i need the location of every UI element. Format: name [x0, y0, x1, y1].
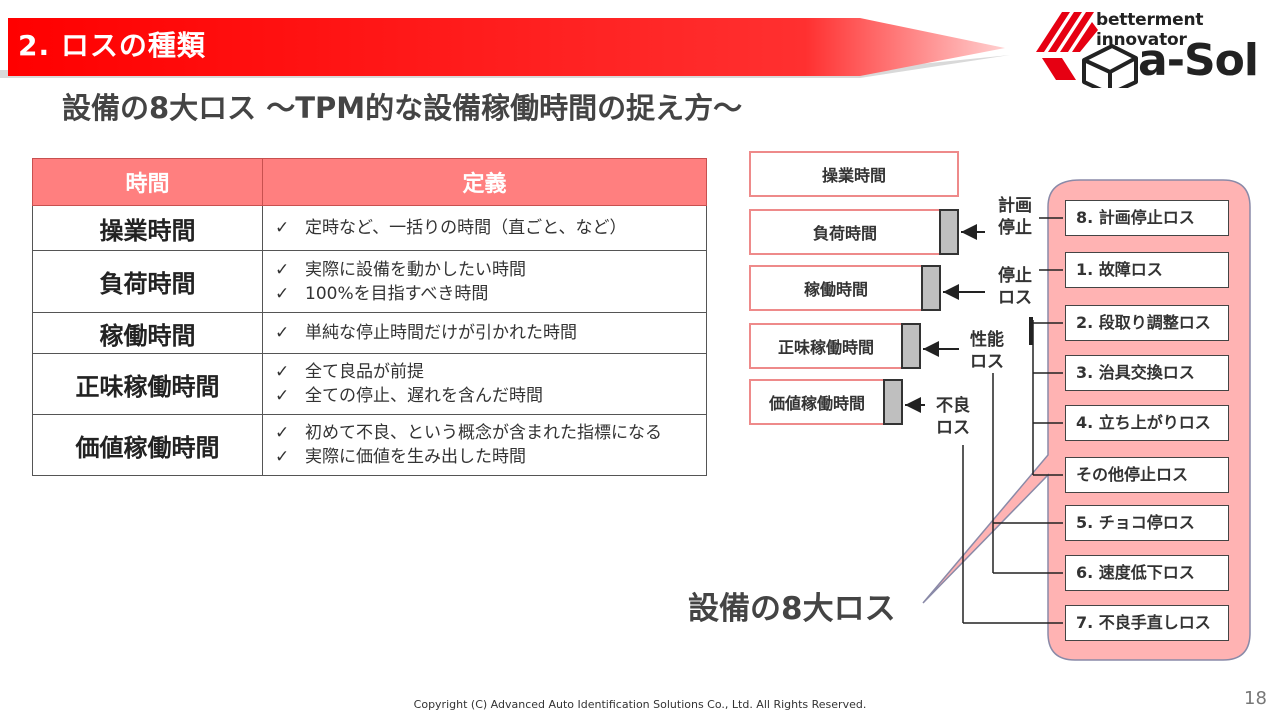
page-number: 18 — [1244, 688, 1267, 709]
check-icon: ✓ — [275, 447, 290, 467]
time-definition-table: 時間 定義 操業時間 ✓定時など、一括りの時間（直ごと、など） 負荷時間 ✓実際… — [32, 158, 707, 476]
definition-line: ✓全ての停止、遅れを含んだ時間 — [275, 386, 543, 406]
definition-line: ✓実際に設備を動かしたい時間 — [275, 259, 526, 280]
loss-diagram: 操業時間 負荷時間 稼働時間 正味稼働時間 価値稼働時間 計画停止 停止ロス 性… — [745, 145, 1275, 670]
category-defect-loss: 不良ロス — [936, 396, 970, 438]
loss-box-breakdown: 1. 故障ロス — [1065, 252, 1229, 288]
check-icon: ✓ — [275, 362, 290, 382]
table-row: 正味稼働時間 ✓全て良品が前提 ✓全ての停止、遅れを含んだ時間 — [32, 353, 707, 415]
category-performance-loss: 性能ロス — [970, 330, 1004, 372]
logo-brand: a-Sol — [1138, 35, 1259, 86]
check-icon: ✓ — [275, 423, 290, 443]
definition-line: ✓実際に価値を生み出した時間 — [275, 447, 526, 467]
check-icon: ✓ — [275, 259, 290, 280]
time-box-value-running: 価値稼働時間 — [749, 379, 885, 425]
loss-box-setup: 2. 段取り調整ロス — [1065, 305, 1229, 341]
eight-loss-callout: 設備の8大ロス — [688, 591, 896, 627]
check-icon: ✓ — [275, 283, 290, 304]
copyright-footer: Copyright (C) Advanced Auto Identificati… — [413, 698, 867, 711]
table-row: 稼働時間 ✓単純な停止時間だけが引かれた時間 — [32, 312, 707, 354]
check-icon: ✓ — [275, 386, 290, 406]
time-box-load: 負荷時間 — [749, 209, 941, 255]
loss-box-tool-change: 3. 治具交換ロス — [1065, 355, 1229, 391]
definition-cell: ✓実際に設備を動かしたい時間 ✓100%を目指すべき時間 — [262, 250, 707, 313]
asol-logo — [1036, 12, 1138, 88]
logo-tagline: betterment innovator — [1096, 10, 1204, 50]
time-box-operating: 操業時間 — [749, 151, 959, 197]
header-ribbon — [0, 18, 1010, 78]
column-header-time: 時間 — [32, 158, 263, 206]
table-header-row: 時間 定義 — [32, 158, 707, 206]
check-icon: ✓ — [275, 323, 290, 343]
definition-cell: ✓定時など、一括りの時間（直ごと、など） — [262, 205, 707, 251]
section-title: 2. ロスの種類 — [18, 29, 206, 62]
table-row: 負荷時間 ✓実際に設備を動かしたい時間 ✓100%を目指すべき時間 — [32, 250, 707, 313]
time-box-net-running: 正味稼働時間 — [749, 323, 903, 369]
time-box-running: 稼働時間 — [749, 265, 923, 311]
term-cell: 稼働時間 — [32, 312, 263, 354]
loss-box-speed: 6. 速度低下ロス — [1065, 555, 1229, 591]
loss-box-defect-rework: 7. 不良手直しロス — [1065, 605, 1229, 641]
definition-cell: ✓単純な停止時間だけが引かれた時間 — [262, 312, 707, 354]
table-row: 価値稼働時間 ✓初めて不良、という概念が含まれた指標になる ✓実際に価値を生み出… — [32, 414, 707, 476]
definition-cell: ✓全て良品が前提 ✓全ての停止、遅れを含んだ時間 — [262, 353, 707, 415]
term-cell: 負荷時間 — [32, 250, 263, 313]
loss-box-planned-stop: 8. 計画停止ロス — [1065, 200, 1229, 236]
column-header-definition: 定義 — [262, 158, 707, 206]
gray-bar-planned-stop — [939, 209, 959, 255]
definition-line: ✓単純な停止時間だけが引かれた時間 — [275, 323, 577, 343]
loss-box-other-stop: その他停止ロス — [1065, 457, 1229, 493]
gray-bar-stop-loss — [921, 265, 941, 311]
check-icon: ✓ — [275, 218, 290, 238]
definition-line: ✓100%を目指すべき時間 — [275, 283, 489, 304]
definition-line: ✓定時など、一括りの時間（直ごと、など） — [275, 218, 627, 238]
slide-subtitle: 設備の8大ロス ～TPM的な設備稼働時間の捉え方～ — [62, 91, 743, 125]
loss-box-startup: 4. 立ち上がりロス — [1065, 405, 1229, 441]
loss-box-minor-stop: 5. チョコ停ロス — [1065, 505, 1229, 541]
term-cell: 正味稼働時間 — [32, 353, 263, 415]
gray-bar-performance-loss — [901, 323, 921, 369]
term-cell: 操業時間 — [32, 205, 263, 251]
category-planned-stop: 計画停止 — [998, 196, 1032, 238]
table-row: 操業時間 ✓定時など、一括りの時間（直ごと、など） — [32, 205, 707, 251]
category-stop-loss: 停止ロス — [998, 266, 1032, 308]
term-cell: 価値稼働時間 — [32, 414, 263, 476]
gray-bar-defect-loss — [883, 379, 903, 425]
definition-cell: ✓初めて不良、という概念が含まれた指標になる ✓実際に価値を生み出した時間 — [262, 414, 707, 476]
definition-line: ✓初めて不良、という概念が含まれた指標になる — [275, 423, 662, 443]
definition-line: ✓全て良品が前提 — [275, 362, 424, 382]
